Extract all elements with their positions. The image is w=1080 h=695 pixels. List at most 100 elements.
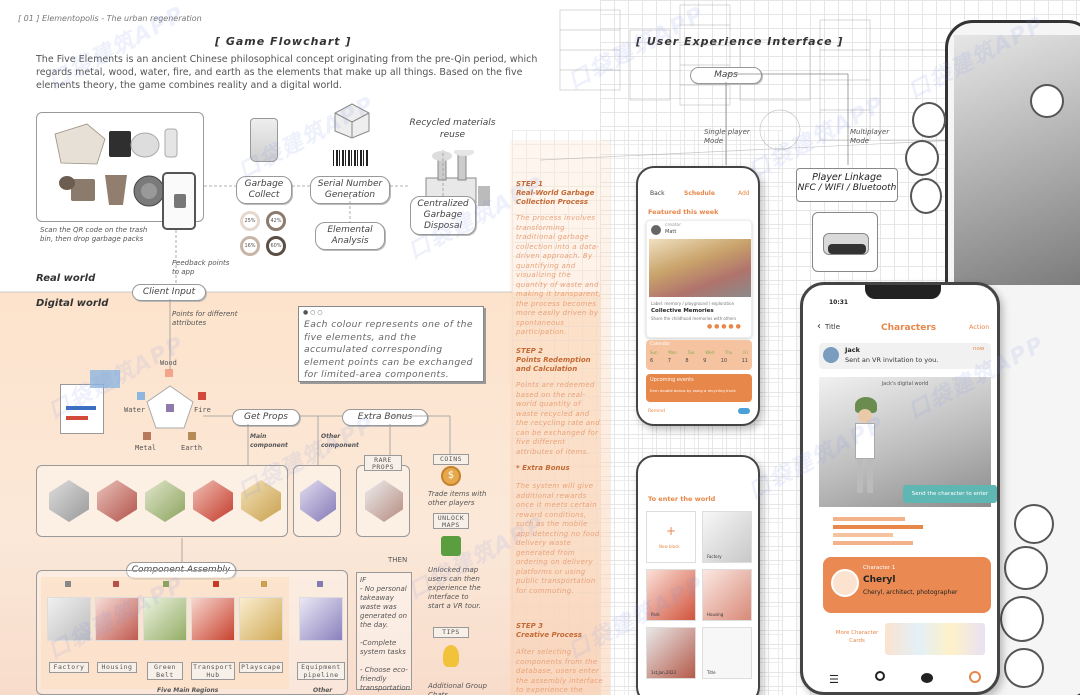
housing-tile-label: Housing [707, 612, 724, 617]
back-chevron-icon[interactable]: ‹ [817, 321, 821, 332]
date-0[interactable]: 6 [650, 358, 654, 364]
unlock-text: Unlocked map users can then experience t… [428, 566, 481, 610]
world-caption: Jack's digital world [881, 381, 929, 387]
get-props-node: Get Props [232, 409, 300, 426]
enter-world-title: To enter the world [648, 495, 716, 503]
hand-blob-7 [1000, 596, 1044, 642]
hand-blob-3 [905, 140, 939, 176]
action-link[interactable]: Action [969, 323, 990, 331]
date-4[interactable]: 10 [720, 358, 728, 364]
component-thumb-1 [49, 480, 89, 522]
assembly-dot-5 [261, 581, 267, 587]
character-cards-strip[interactable] [885, 623, 985, 655]
additional-group-text: Additional Group Chats [428, 682, 487, 695]
waste-items-illustration [47, 119, 197, 214]
back-title[interactable]: Title [825, 323, 841, 331]
step-column-bg [510, 140, 610, 695]
factory-thumb [47, 597, 91, 641]
factory-tile[interactable]: Factory [702, 511, 752, 563]
phone-qr-illustration [162, 172, 196, 230]
colour-note-text: Each colour represents one of the five e… [304, 319, 473, 380]
remind-label: Remind [648, 409, 666, 414]
percent-circle-2: 42% [266, 211, 286, 231]
digital-world-label: Digital world [36, 298, 109, 309]
then-label: THEN [388, 556, 408, 564]
date-2[interactable]: 8 [685, 358, 689, 364]
ux-title: [ User Experience Interface ] [636, 35, 844, 48]
add-link[interactable]: Add [738, 190, 750, 197]
calendar-dates: 6 7 8 9 10 11 [650, 358, 748, 364]
remind-toggle[interactable] [738, 408, 750, 414]
water-label: Water [124, 406, 146, 414]
housing-tile[interactable]: Housing [702, 569, 752, 621]
day-2: Tue [687, 350, 695, 355]
housing-tag: Housing [97, 662, 137, 673]
send-character-button[interactable]: Send the character to enter [903, 485, 997, 503]
water-dot [137, 392, 145, 400]
creator-avatar [651, 225, 661, 235]
message-card[interactable]: Jack Sent an VR invitation to you. now [819, 343, 991, 369]
date-tile[interactable]: 1st,Jan,2023 [646, 627, 696, 679]
calendar-label: Calendar [650, 342, 671, 347]
percent-circle-4: 60% [266, 236, 286, 256]
transport-thumb [191, 597, 235, 641]
more-cards-label[interactable]: More Character Cards [835, 630, 879, 644]
points-label: Points for different attributes [172, 310, 238, 327]
reaction-emojis[interactable]: ● ● ● ● ● [707, 323, 741, 330]
day-1: Mon [668, 350, 677, 355]
park-tile-label: Park [651, 612, 660, 617]
title-tile[interactable]: Title [702, 627, 752, 679]
card-desc: Share the childhood memories with others [651, 316, 737, 321]
wood-dot [165, 369, 173, 377]
multi-mode-label: Multiplayer Mode [850, 128, 890, 145]
player-linkage-box: Player Linkage NFC / WIFI / Bluetooth [796, 168, 898, 202]
real-world-label: Real world [36, 273, 96, 284]
park-tile[interactable]: Park [646, 569, 696, 621]
trade-text: Trade items with other players [428, 490, 487, 507]
metal-label: Metal [135, 444, 157, 452]
menu-icon[interactable]: ☰ [829, 673, 839, 686]
percent-circle-1: 25% [240, 211, 260, 231]
recycled-label: Recycled materials reuse [409, 118, 496, 140]
other-component-box [293, 465, 341, 537]
coin-icon: $ [441, 466, 461, 486]
search-icon[interactable] [875, 671, 885, 681]
component-thumb-3 [145, 480, 185, 522]
date-5[interactable]: 11 [741, 358, 748, 364]
hand-blob-4 [910, 178, 942, 214]
schedule-tab[interactable]: Schedule [684, 190, 715, 197]
vr-headset-icon [823, 233, 869, 255]
step-3-title: STEP 3 Creative Process [516, 622, 582, 639]
assembly-box: Factory Housing Green Belt Transport Hub… [36, 570, 348, 695]
featured-card[interactable]: creator Matt Label: memory / playground … [646, 220, 752, 338]
equipment-tag: Equipment pipeline [297, 662, 345, 680]
date-1[interactable]: 7 [667, 358, 671, 364]
wood-label: Wood [160, 359, 177, 367]
progress-bar-4 [833, 541, 913, 545]
new-block-tile[interactable]: + New block [646, 511, 696, 563]
date-3[interactable]: 9 [703, 358, 707, 364]
hand-blob-6 [1004, 546, 1048, 590]
notch [865, 285, 941, 299]
percent-circle-3: 16% [240, 236, 260, 256]
assembly-dot-6 [317, 581, 323, 587]
serial-number-node: Serial Number Generation [310, 176, 390, 204]
component-thumb-5 [241, 480, 281, 522]
fire-label: Fire [194, 406, 211, 414]
extra-bonus-node: Extra Bonus [342, 409, 428, 426]
cheryl-avatar [831, 569, 859, 597]
profile-icon[interactable] [969, 671, 981, 683]
rare-props-tag: RARE PROPS [364, 455, 402, 471]
cube-illustration [333, 102, 371, 140]
upcoming-text: Earn double bonus by using a recycling t… [650, 388, 736, 393]
greenbelt-thumb [143, 597, 187, 641]
back-link[interactable]: Back [650, 190, 665, 197]
digital-connectors [169, 299, 451, 564]
rare-props-thumb [365, 480, 403, 522]
character-card[interactable]: Character 1 Cheryl Cheryl, architect, ph… [823, 557, 991, 613]
upcoming-label: Upcoming events [650, 377, 694, 383]
card-sub: Label: memory / playground / exploration [651, 301, 735, 306]
chat-icon[interactable] [921, 673, 933, 683]
step-2-title: STEP 2 Points Redemption and Calculation [516, 347, 591, 373]
